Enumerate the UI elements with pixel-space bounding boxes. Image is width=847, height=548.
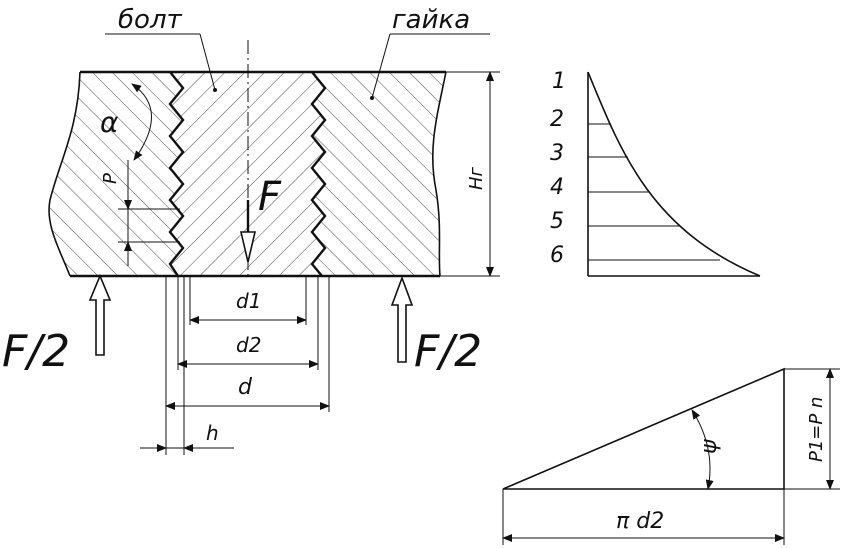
half-force-right-label: F/2 xyxy=(414,326,482,377)
thread-turn-labels: 1 2 3 4 5 6 xyxy=(550,69,566,268)
bolt-label-group: болт xyxy=(105,5,217,92)
d-label: d xyxy=(238,375,253,400)
support-force-left: F/2 xyxy=(2,273,112,377)
nut-label: гайка xyxy=(392,5,470,35)
h-label: h xyxy=(206,421,219,445)
helix-triangle: ψ xyxy=(502,367,785,490)
lead-label: P1=P n xyxy=(806,397,827,462)
half-force-left-label: F/2 xyxy=(2,326,70,377)
psi-label: ψ xyxy=(697,439,722,454)
minor-diameter-dimension: d1 xyxy=(189,289,307,324)
nut-height-label: Hг xyxy=(466,166,487,190)
circumference-label: π d2 xyxy=(616,509,664,534)
lead-dimension: P1=P n xyxy=(784,368,840,490)
pitch-label: P xyxy=(100,173,121,184)
alpha-angle: α xyxy=(100,83,152,161)
turn-label: 2 xyxy=(550,107,564,132)
pitch-diameter-dimension: d2 xyxy=(177,333,319,368)
nut-label-group: гайка xyxy=(370,5,490,100)
load-distribution-diagram xyxy=(587,71,761,277)
nut-right-section xyxy=(312,72,446,276)
alpha-label: α xyxy=(100,106,119,139)
force-label: F xyxy=(258,174,282,220)
turn-label: 5 xyxy=(550,209,564,234)
turn-label: 6 xyxy=(550,243,564,268)
axial-force: F xyxy=(239,174,282,263)
d1-label: d1 xyxy=(236,289,261,313)
thread-depth-dimension: h xyxy=(140,421,234,452)
nut-height-dimension: Hг xyxy=(440,71,500,277)
major-diameter-dimension: d xyxy=(165,375,330,410)
bolt-label: болт xyxy=(118,5,183,35)
support-force-right: F/2 xyxy=(390,275,482,377)
d2-label: d2 xyxy=(236,333,261,357)
turn-label: 1 xyxy=(552,69,566,94)
turn-label: 3 xyxy=(550,141,564,166)
pitch-dimension: P xyxy=(100,160,180,266)
circumference-dimension: π d2 xyxy=(502,489,785,545)
turn-label: 4 xyxy=(550,175,564,200)
